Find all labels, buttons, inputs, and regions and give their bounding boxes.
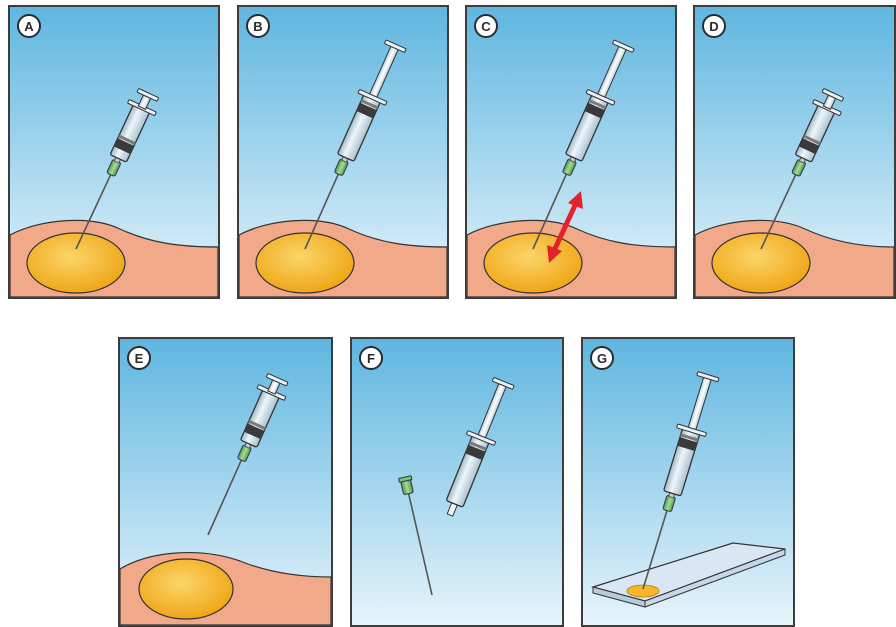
panel-f: F: [350, 337, 564, 627]
panel-d-illustration: [695, 7, 894, 297]
panel-f-illustration: [352, 339, 562, 625]
panel-g: G: [581, 337, 795, 627]
panel-a: A: [8, 5, 220, 299]
panel-label-d: D: [702, 14, 726, 38]
panel-label-e: E: [127, 346, 151, 370]
panel-label-g: G: [590, 346, 614, 370]
panel-b-illustration: [239, 7, 447, 297]
panel-label-a: A: [17, 14, 41, 38]
panel-c-illustration: [467, 7, 675, 297]
panel-c: C: [465, 5, 677, 299]
panel-label-b: B: [246, 14, 270, 38]
panel-b: B: [237, 5, 449, 299]
panel-d: D: [693, 5, 896, 299]
panel-e-illustration: [120, 339, 331, 625]
panel-e: E: [118, 337, 333, 627]
panel-label-f: F: [359, 346, 383, 370]
panel-g-illustration: [583, 339, 793, 625]
panel-a-illustration: [10, 7, 218, 297]
panel-label-c: C: [474, 14, 498, 38]
